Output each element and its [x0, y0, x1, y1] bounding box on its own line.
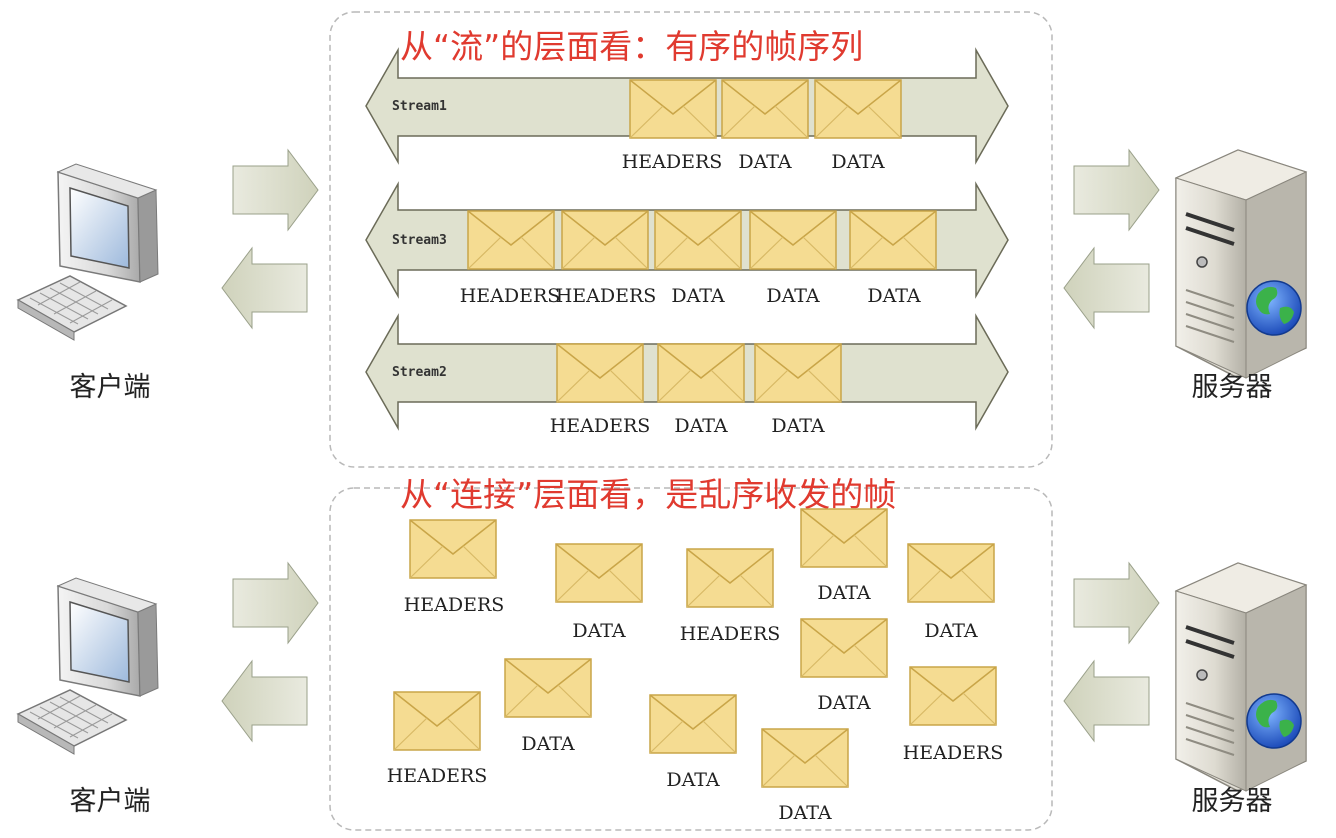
- frame-label: HEADERS: [680, 623, 781, 645]
- stream-label: Stream2: [392, 365, 447, 380]
- frame-label: DATA: [766, 285, 820, 307]
- frame-envelope: [754, 343, 842, 403]
- client-top: 客户端: [17, 163, 159, 403]
- frame-envelope: [749, 210, 837, 270]
- frame-label: DATA: [671, 285, 725, 307]
- receive-arrow-icon: [221, 660, 308, 742]
- frame-label: HEADERS: [903, 742, 1004, 764]
- receive-arrow-icon: [221, 247, 308, 329]
- frame-label: DATA: [831, 151, 885, 173]
- frame-envelope: [556, 343, 644, 403]
- stream-row-3: Stream3 HEADERS HEADERS DATA DATA DATA: [365, 181, 1009, 307]
- computer-icon: [17, 577, 159, 755]
- client-bottom: 客户端: [17, 577, 159, 817]
- frame-envelope: [909, 666, 997, 726]
- frame-label: DATA: [738, 151, 792, 173]
- stream-row-2: Stream2 HEADERS DATA DATA: [365, 313, 1009, 437]
- client-label: 客户端: [70, 786, 151, 817]
- frame-label: DATA: [817, 582, 871, 604]
- frame-label: HEADERS: [404, 594, 505, 616]
- frame-envelope: [561, 210, 649, 270]
- top-panel-title: 从“流”的层面看：有序的帧序列: [400, 27, 863, 66]
- frame-label: HEADERS: [550, 415, 651, 437]
- frame-label: DATA: [817, 692, 871, 714]
- frame-label: DATA: [771, 415, 825, 437]
- send-arrow-icon: [232, 149, 319, 231]
- send-arrow-icon: [1073, 562, 1160, 644]
- frame-label: DATA: [572, 620, 626, 642]
- frame-envelope: [393, 691, 481, 751]
- server-globe-icon: [1174, 561, 1308, 793]
- frame-envelope: [629, 79, 717, 139]
- receive-arrow-icon: [1063, 247, 1150, 329]
- bottom-panel: 从“连接”层面看，是乱序收发的帧 HEADERS DATA HEADERS DA…: [329, 475, 1053, 831]
- frame-label: HEADERS: [460, 285, 561, 307]
- frame-envelope: [800, 508, 888, 568]
- top-panel: 从“流”的层面看：有序的帧序列 Stream1 HEADERS DATA DAT…: [329, 11, 1053, 468]
- frame-label: HEADERS: [622, 151, 723, 173]
- frame-envelope: [686, 548, 774, 608]
- server-label: 服务器: [1192, 372, 1273, 403]
- frame-envelope: [907, 543, 995, 603]
- stream-row-1: Stream1 HEADERS DATA DATA: [365, 47, 1009, 173]
- server-bottom: 服务器: [1174, 561, 1308, 817]
- frame-envelope: [649, 694, 737, 754]
- frame-envelope: [654, 210, 742, 270]
- server-globe-icon: [1174, 148, 1308, 380]
- bottom-panel-border: [329, 487, 1053, 831]
- frame-label: DATA: [674, 415, 728, 437]
- top-panel-border: [329, 11, 1053, 468]
- frame-label: DATA: [778, 802, 832, 824]
- send-arrow-icon: [232, 562, 319, 644]
- send-arrow-icon: [1073, 149, 1160, 231]
- client-label: 客户端: [70, 372, 151, 403]
- frame-label: DATA: [521, 733, 575, 755]
- frame-envelope: [721, 79, 809, 139]
- frame-envelope: [761, 728, 849, 788]
- server-top: 服务器: [1174, 148, 1308, 403]
- bottom-panel-title: 从“连接”层面看，是乱序收发的帧: [400, 475, 896, 514]
- computer-icon: [17, 163, 159, 341]
- stream-label: Stream3: [392, 233, 447, 248]
- frame-envelope: [814, 79, 902, 139]
- receive-arrow-icon: [1063, 660, 1150, 742]
- frame-label: DATA: [666, 769, 720, 791]
- frame-envelope: [504, 658, 592, 718]
- frame-envelope: [409, 519, 497, 579]
- frame-envelope: [657, 343, 745, 403]
- frame-envelope: [849, 210, 937, 270]
- frame-label: DATA: [924, 620, 978, 642]
- stream-label: Stream1: [392, 99, 447, 114]
- frame-label: DATA: [867, 285, 921, 307]
- frame-envelope: [555, 543, 643, 603]
- frame-label: HEADERS: [387, 765, 488, 787]
- frame-envelope: [800, 618, 888, 678]
- frame-label: HEADERS: [556, 285, 657, 307]
- frame-envelope: [467, 210, 555, 270]
- server-label: 服务器: [1192, 786, 1273, 817]
